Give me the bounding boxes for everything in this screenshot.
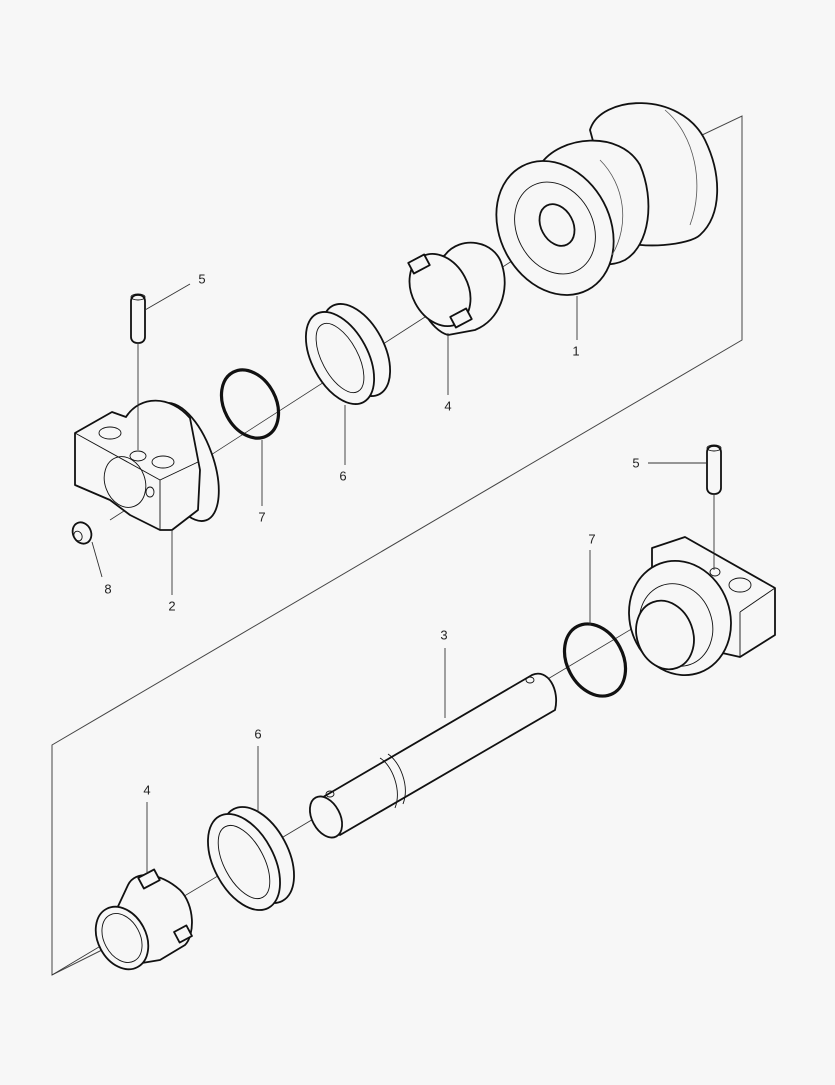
callout-5-lower: 5 bbox=[632, 455, 640, 471]
part-bushing-lower bbox=[94, 868, 193, 971]
part-seal-upper bbox=[305, 303, 391, 405]
callout-6-lower: 6 bbox=[254, 726, 262, 742]
leader-lines bbox=[91, 283, 706, 873]
assembly-frame bbox=[51, 115, 743, 976]
part-plug bbox=[71, 521, 93, 545]
callout-6-upper: 6 bbox=[339, 468, 347, 484]
callout-5-upper: 5 bbox=[198, 271, 206, 287]
part-o-ring-upper bbox=[219, 368, 281, 440]
part-end-collar-left bbox=[74, 399, 220, 531]
part-seal-lower bbox=[207, 806, 295, 911]
callout-4-lower: 4 bbox=[143, 782, 151, 798]
callout-4-upper: 4 bbox=[444, 398, 452, 414]
callout-2: 2 bbox=[168, 598, 176, 614]
callout-1: 1 bbox=[572, 343, 580, 359]
part-roller-body bbox=[495, 102, 719, 296]
callout-7-upper: 7 bbox=[258, 509, 266, 525]
part-o-ring-lower bbox=[562, 622, 628, 698]
part-pin-lower bbox=[706, 444, 722, 570]
callout-8: 8 bbox=[104, 581, 112, 597]
callout-3: 3 bbox=[440, 627, 448, 643]
callout-7-lower: 7 bbox=[588, 531, 596, 547]
part-bushing-upper bbox=[407, 241, 506, 336]
part-shaft bbox=[308, 672, 558, 839]
part-end-collar-right bbox=[628, 536, 776, 677]
part-pin-upper bbox=[130, 293, 146, 450]
